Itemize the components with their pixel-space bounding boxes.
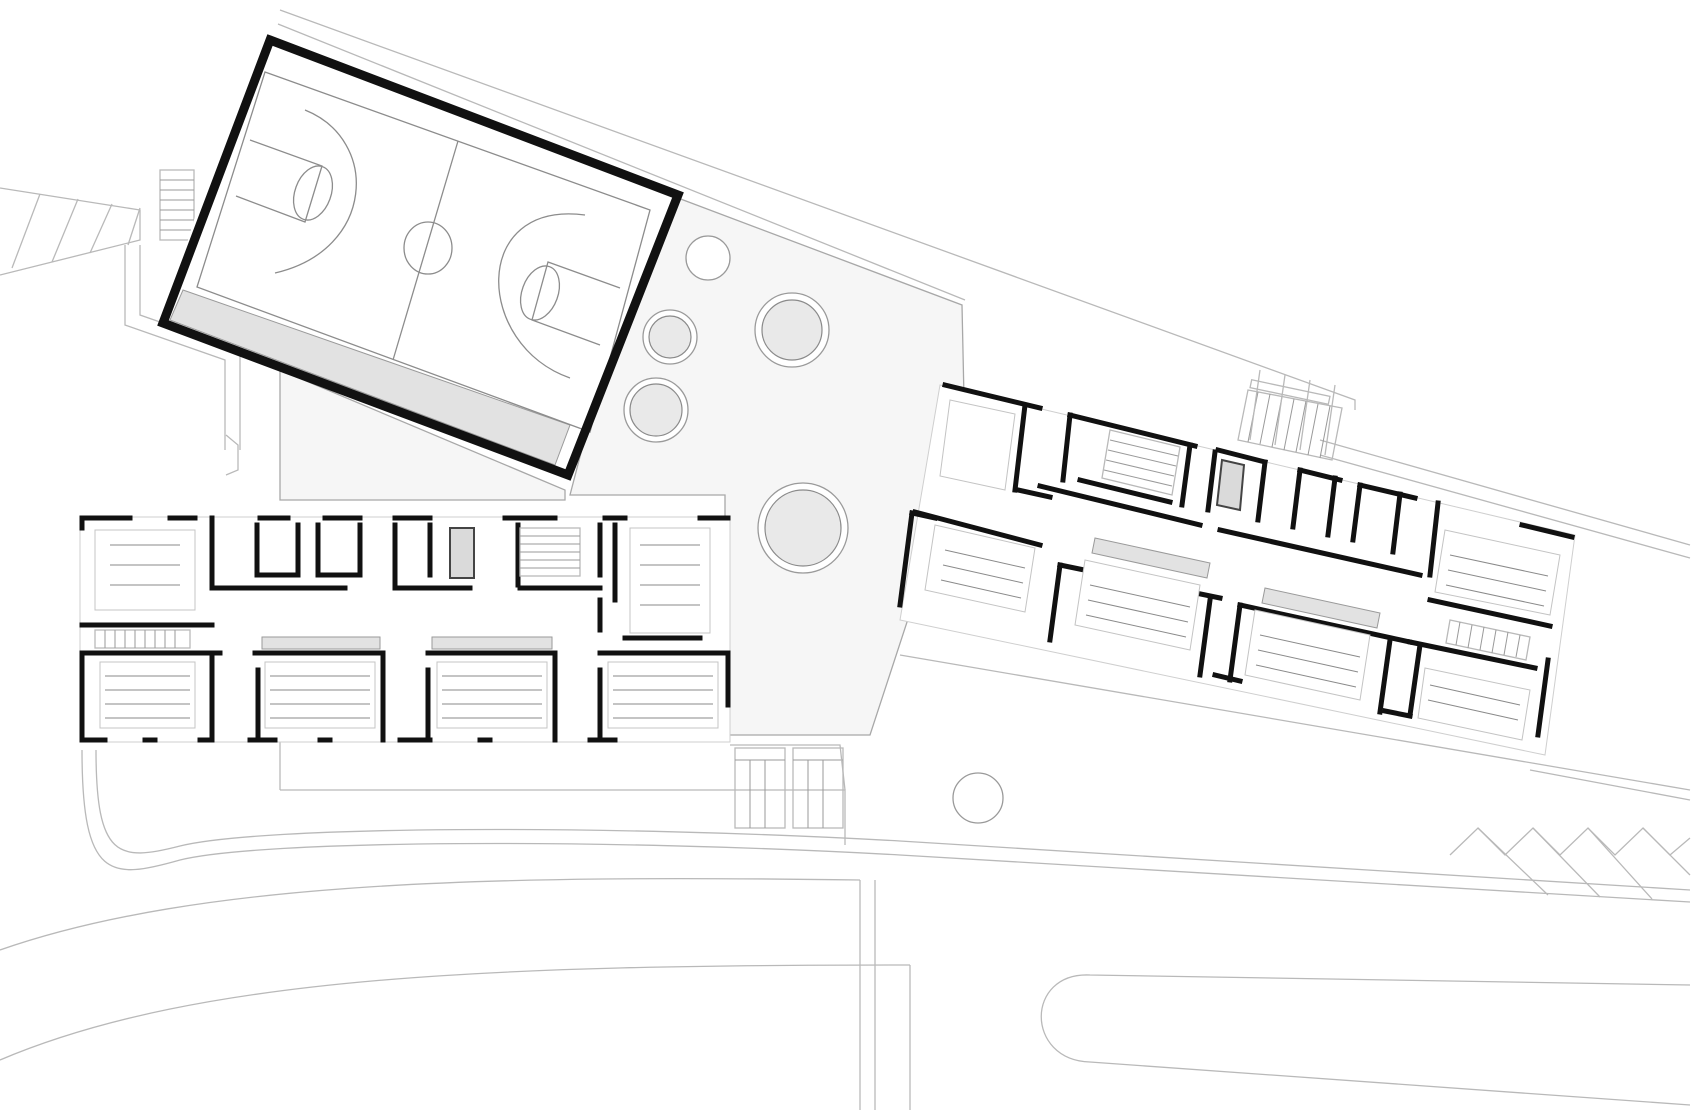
- stairs-west-wing: [94, 527, 581, 649]
- east-classroom-wing: [897, 369, 1576, 756]
- stairs-south: [730, 744, 846, 829]
- stairs-west: [159, 169, 195, 241]
- east-classroom-desks: [924, 399, 1561, 741]
- west-classroom-wing: [79, 515, 731, 743]
- round-planters: [623, 235, 1004, 824]
- parking-spaces: [1449, 827, 1691, 900]
- stairs-east: [1101, 389, 1531, 661]
- basketball-court: [157, 34, 684, 481]
- stairs-north-entry: [1249, 369, 1336, 456]
